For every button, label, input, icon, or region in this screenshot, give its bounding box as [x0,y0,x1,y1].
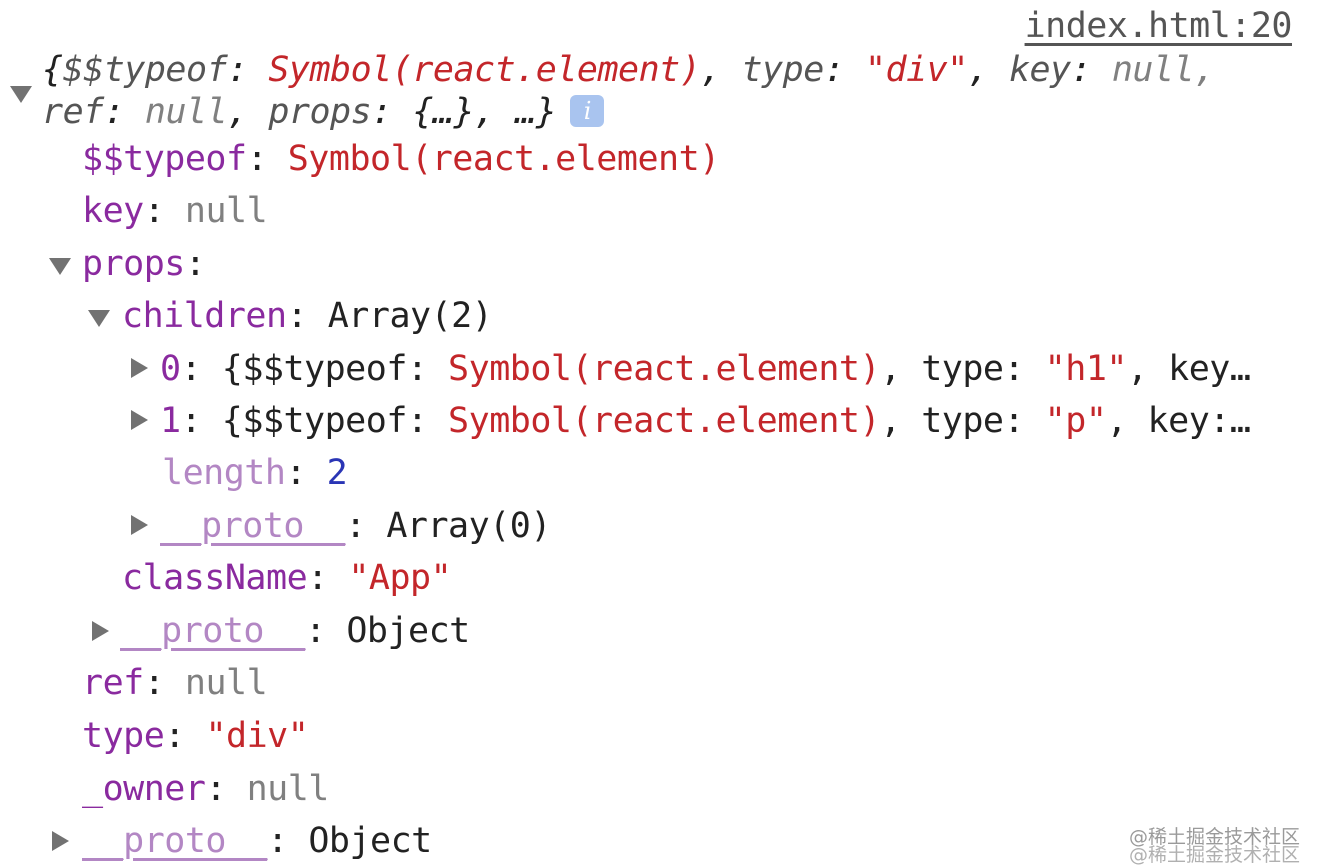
property-children[interactable]: children: Array(2) [122,296,493,336]
property-type: type: "div" [82,716,309,756]
property-key-row: key: null [82,191,268,231]
summary-key: ref [42,92,104,132]
array-item-0[interactable]: 0: {$$typeof: Symbol(react.element), typ… [160,349,1251,389]
expand-arrow-icon[interactable] [92,621,109,641]
summary-key: props [268,92,372,132]
property-value: Object [346,611,470,651]
property-value: null [184,663,268,703]
property-root-proto[interactable]: __proto__: Object [82,821,432,861]
property-key: $$typeof [82,139,247,179]
property-value: 2 [326,453,348,493]
property-children-proto[interactable]: __proto__: Array(0) [160,506,551,546]
preview-truncated: key:… [1147,401,1251,441]
object-summary-line-2[interactable]: ref: null, props: {…}, …}i [42,90,605,134]
preview-truncated: key… [1168,349,1251,389]
preview-key: type [921,401,1004,441]
expand-arrow-icon[interactable] [131,358,148,378]
property-value: null [184,191,268,231]
array-index: 1 [160,401,181,441]
property-key: __proto__ [120,611,306,651]
expand-arrow-icon[interactable] [52,831,69,851]
property-ref: ref: null [82,663,268,703]
property-length: length: 2 [162,453,348,493]
array-index: 0 [160,349,181,389]
property-key: type [82,716,165,756]
object-summary-line-1[interactable]: {$$typeof: Symbol(react.element), type: … [42,50,1215,90]
summary-value: Symbol(react.element) [268,50,701,90]
summary-key: key [1008,50,1071,90]
property-value: null [246,769,330,809]
property-props-proto[interactable]: __proto__: Object [120,611,470,651]
property-classname: className: "App" [122,558,452,598]
property-typeof: $$typeof: Symbol(react.element) [82,139,721,179]
summary-value: "div" [864,50,968,90]
property-key: length [162,453,286,493]
summary-value: null, [1111,50,1215,90]
property-props[interactable]: props: [82,244,206,284]
brace: { [42,50,63,90]
property-key: __proto__ [82,821,268,861]
property-key: children [122,296,287,336]
property-value: Array(2) [327,296,493,336]
summary-value: {…}, …} [412,92,557,132]
preview-key: $$typeof [242,401,407,441]
property-value: Symbol(react.element) [287,139,721,179]
property-owner: _owner: null [82,769,330,809]
property-key: className [122,558,308,598]
preview-value: "h1" [1044,349,1128,389]
expand-arrow-icon[interactable] [131,515,148,535]
property-value: Array(0) [386,506,551,546]
property-key: ref [82,663,144,703]
property-key: props [82,244,185,284]
summary-key: $$typeof [62,50,228,90]
property-value: "App" [348,558,452,598]
info-icon[interactable]: i [570,95,605,127]
preview-key: type [921,349,1004,389]
property-key: __proto__ [160,506,346,546]
watermark: @稀土掘金技术社区 [1128,826,1300,848]
collapse-arrow-icon[interactable] [49,258,71,275]
source-link[interactable]: index.html:20 [1024,6,1293,46]
property-value: Object [308,821,432,861]
collapse-arrow-icon[interactable] [10,86,32,103]
preview-value: Symbol(react.element) [448,401,881,441]
property-value: "div" [205,716,309,756]
preview-key: $$typeof [242,349,407,389]
summary-key: type [741,50,824,90]
collapse-arrow-icon[interactable] [88,310,110,327]
expand-arrow-icon[interactable] [131,410,148,430]
property-key: _owner [82,769,206,809]
watermark: @稀土掘金技术社区 [1128,844,1300,866]
summary-value: null [144,92,228,132]
property-key: key [82,191,144,231]
preview-value: Symbol(react.element) [448,349,881,389]
preview-value: "p" [1044,401,1107,441]
array-item-1[interactable]: 1: {$$typeof: Symbol(react.element), typ… [160,401,1251,441]
